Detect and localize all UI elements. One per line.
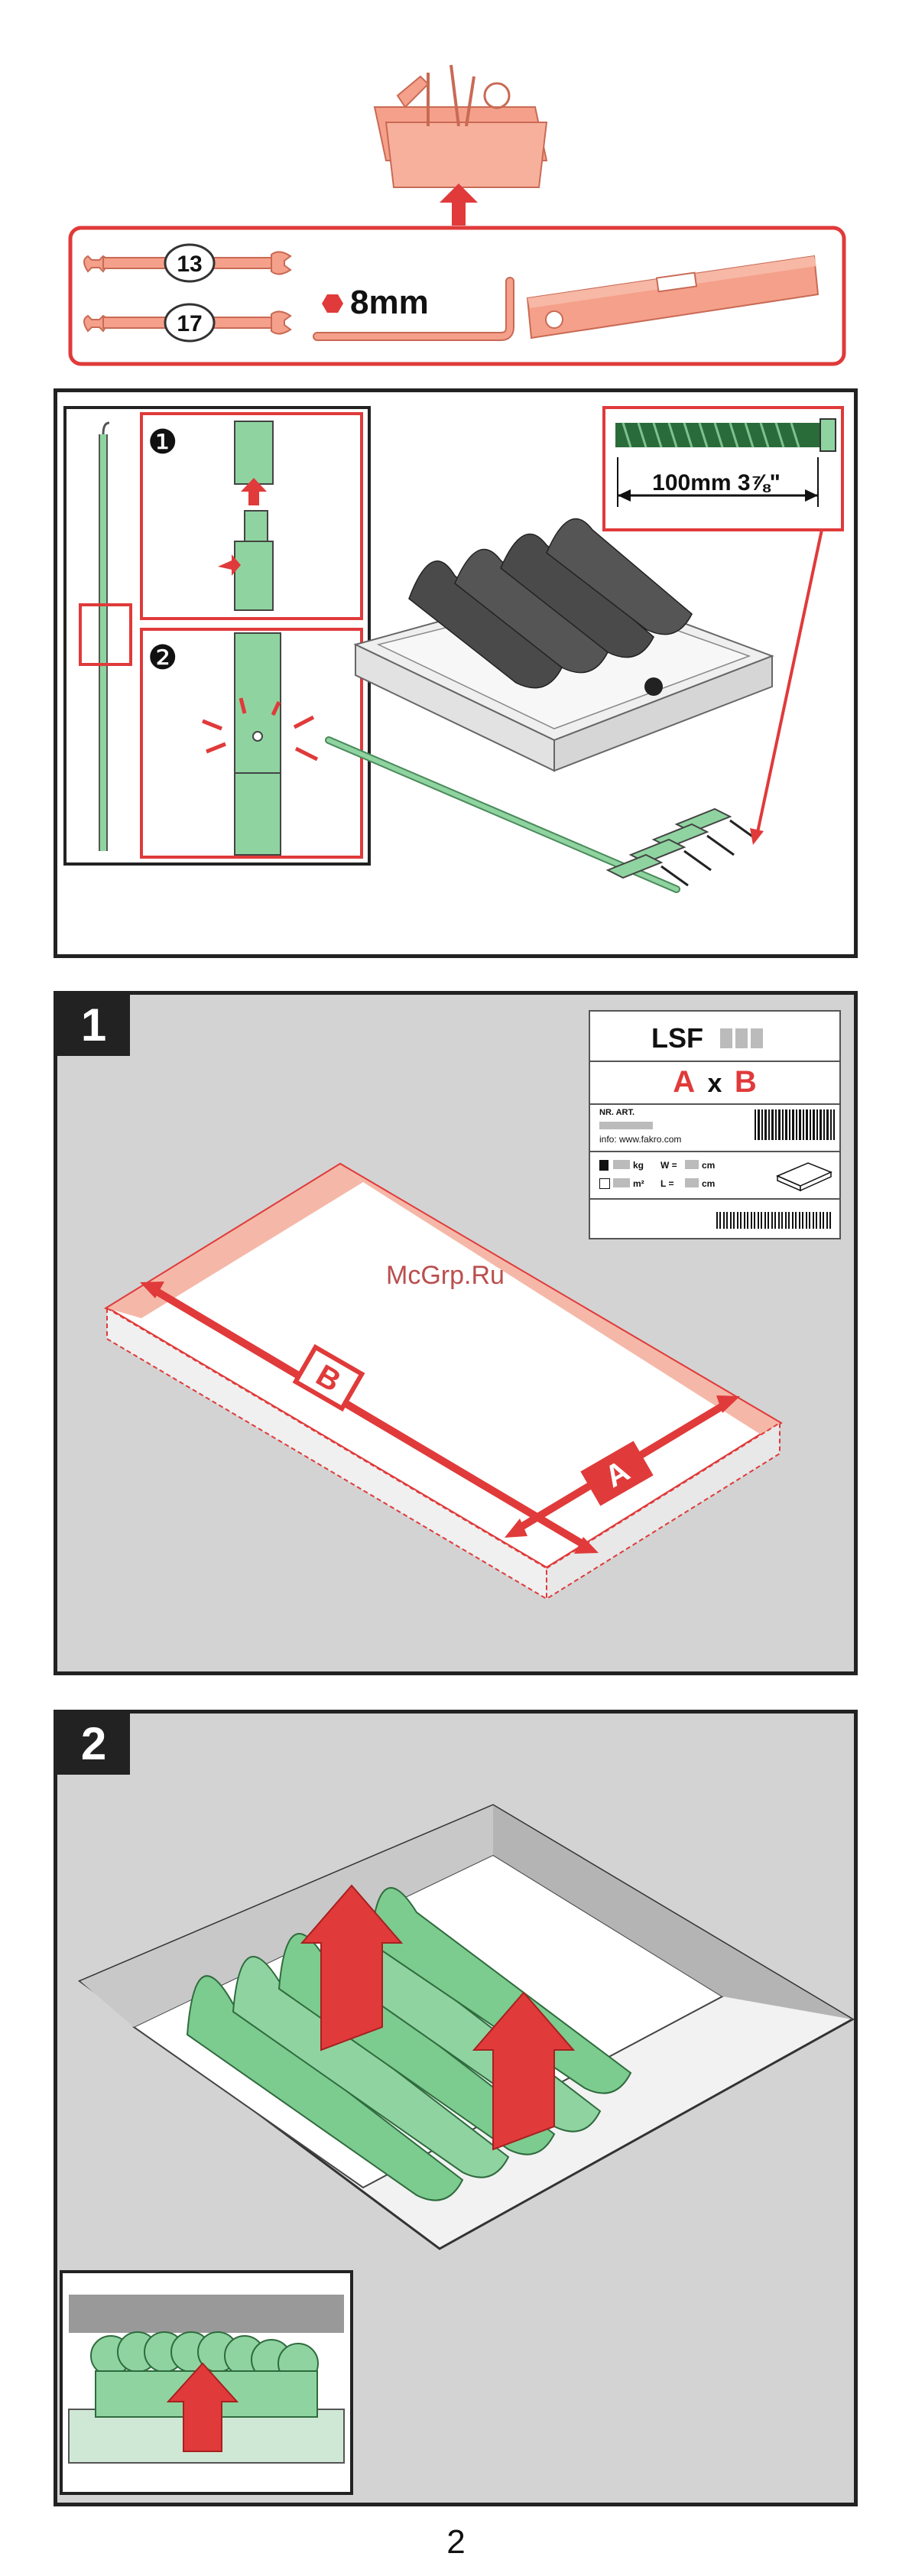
product-label-card: LSF A x B NR. ART. info: www.fakro.com k… <box>589 1010 841 1239</box>
screw-length-label: 100mm 3⅞" <box>652 470 781 495</box>
label-cm2: cm <box>702 1178 715 1189</box>
label-info: info: www.fakro.com <box>599 1134 681 1145</box>
weight-icon <box>599 1160 609 1171</box>
up-arrow-icon <box>440 184 478 226</box>
label-art-placeholder <box>599 1122 653 1129</box>
hatch-box-illustration <box>355 518 772 771</box>
label-model-placeholder <box>720 1028 766 1048</box>
wrench-13-label: 13 <box>177 252 202 277</box>
feet-and-screws <box>608 809 757 885</box>
label-dimensions: A x B <box>590 1061 839 1105</box>
label-w: W = <box>660 1160 677 1171</box>
area-icon <box>599 1178 610 1189</box>
tools-section: 13 17 8mm <box>0 0 912 371</box>
toolbox-icon <box>375 65 547 187</box>
label-m2: m² <box>633 1178 644 1189</box>
toolbox-illustration: 13 17 8mm <box>0 0 912 371</box>
watermark: McGrp.Ru <box>386 1261 505 1290</box>
area-placeholder <box>613 1178 630 1187</box>
wrench-17-label: 17 <box>177 311 202 336</box>
label-nr-art: NR. ART. <box>599 1108 635 1117</box>
hex-key-label: 8mm <box>350 284 429 321</box>
weight-placeholder <box>613 1160 630 1169</box>
label-barcode-large <box>716 1212 831 1229</box>
label-b: B <box>735 1065 757 1099</box>
label-article: NR. ART. info: www.fakro.com <box>590 1103 839 1152</box>
page-number: 2 <box>0 2523 912 2561</box>
label-kg: kg <box>633 1160 644 1171</box>
step-1-panel: 1 B A McGrp.Ru LSF A x B <box>54 991 858 1675</box>
label-model: LSF <box>590 1012 839 1062</box>
hex-icon <box>322 294 343 313</box>
step-2-panel: 2 <box>54 1710 858 2506</box>
step-1-marker: ❶ <box>148 424 177 461</box>
spirit-level-icon <box>527 256 818 338</box>
ladder-box-icon <box>774 1157 835 1192</box>
length-placeholder <box>685 1178 699 1187</box>
step-2-marker: ❷ <box>148 639 177 677</box>
label-a: A <box>673 1065 695 1099</box>
label-specs: kg W = cm m² L = cm <box>590 1151 839 1200</box>
label-x: x <box>708 1069 722 1098</box>
label-model-text: LSF <box>651 1022 703 1054</box>
label-cm1: cm <box>702 1160 715 1171</box>
contents-illustration: ❶ ❷ <box>57 392 854 954</box>
contents-panel: ❶ ❷ <box>54 388 858 958</box>
ladder-unfold-diagram <box>57 1714 854 2503</box>
label-barcode-small <box>755 1109 835 1140</box>
width-placeholder <box>685 1160 699 1169</box>
label-l: L = <box>660 1178 673 1189</box>
